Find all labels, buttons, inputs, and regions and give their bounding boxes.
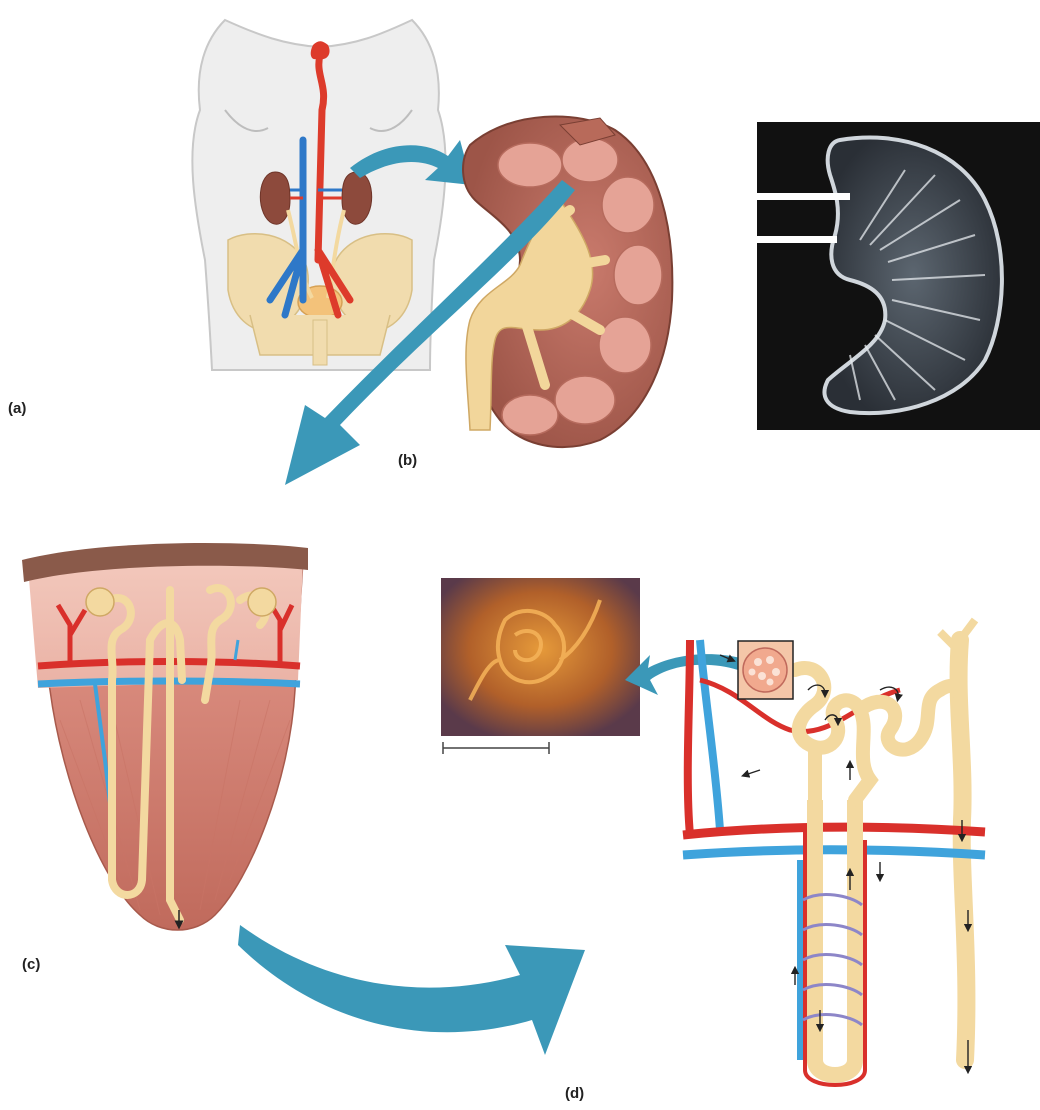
panel-label-c: (c) (22, 956, 40, 973)
kidney-micrograph (757, 122, 1040, 430)
panel-label-b: (b) (398, 452, 417, 469)
nephron (683, 620, 985, 1085)
scale-bar (443, 742, 549, 754)
renal-pyramid (22, 543, 308, 930)
curved-arrow-c-to-d (238, 925, 585, 1055)
panel-label-a: (a) (8, 400, 26, 417)
body-outline (192, 20, 445, 370)
glomerulus-micrograph (441, 578, 640, 736)
panel-label-d: (d) (565, 1085, 584, 1102)
kidney-cross-section (463, 116, 672, 447)
